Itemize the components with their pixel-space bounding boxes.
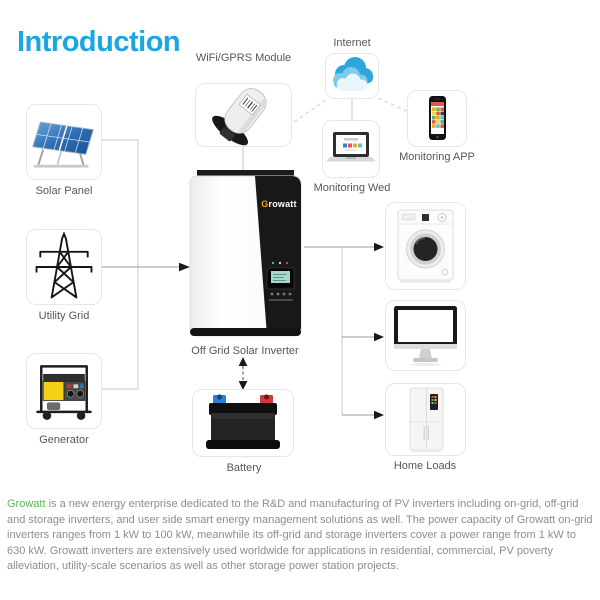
node-monitoring-app	[407, 90, 467, 147]
node-washing-machine	[385, 202, 466, 290]
intro-paragraph: Growatt is a new energy enterprise dedic…	[7, 497, 595, 575]
monitoring-app-label: Monitoring APP	[399, 151, 475, 163]
home-loads-label: Home Loads	[393, 460, 457, 472]
battery-label: Battery	[226, 462, 262, 474]
monitoring-web-label: Monitoring Wed	[313, 182, 391, 194]
node-internet	[325, 53, 379, 99]
node-generator	[26, 353, 102, 429]
utility-grid-label: Utility Grid	[38, 310, 90, 322]
intro-paragraph-body: is a new energy enterprise dedicated to …	[7, 498, 593, 572]
node-battery	[192, 389, 294, 457]
page-title: Introduction	[17, 26, 181, 58]
inverter-label: Off Grid Solar Inverter	[191, 345, 299, 357]
utility-grid-icon	[35, 231, 93, 299]
smartphone-icon	[429, 96, 446, 140]
laptop-icon	[326, 132, 376, 162]
node-fridge	[385, 383, 466, 456]
node-monitoring-web	[322, 120, 380, 178]
svg-text:Growatt: Growatt	[261, 199, 296, 209]
generator-icon	[36, 365, 92, 420]
solar-panel-icon	[32, 121, 94, 168]
internet-cloud-icon	[333, 57, 373, 91]
inverter-image: Growatt	[189, 170, 302, 337]
washing-machine-icon	[397, 209, 454, 283]
node-inverter: Growatt	[187, 170, 304, 347]
generator-label: Generator	[39, 434, 89, 446]
internet-label: Internet	[333, 37, 371, 49]
node-monitor	[385, 300, 466, 371]
fridge-icon	[409, 387, 444, 452]
node-utility-grid	[26, 229, 102, 305]
wifi-module-label: WiFi/GPRS Module	[195, 52, 292, 64]
wifi-module-icon	[212, 88, 268, 146]
node-solar-panel	[26, 104, 102, 180]
brand-name: Growatt	[7, 498, 46, 510]
node-wifi-module	[195, 83, 292, 147]
solar-panel-label: Solar Panel	[35, 185, 93, 197]
monitor-icon	[394, 306, 457, 366]
battery-icon	[206, 394, 280, 449]
